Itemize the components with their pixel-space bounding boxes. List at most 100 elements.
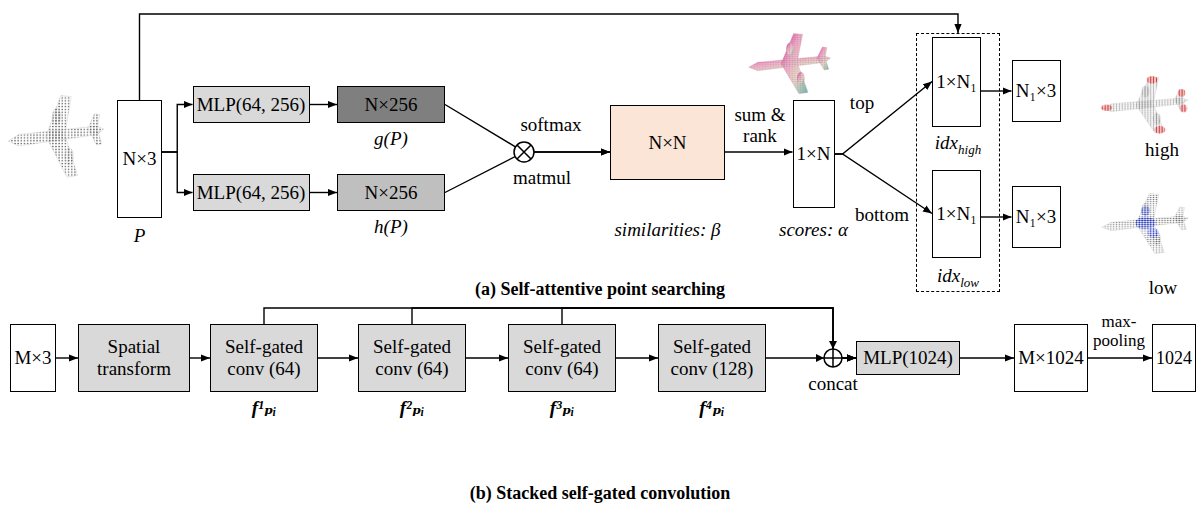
index-subscript: high [958, 142, 981, 157]
box-label: MLP(64, 256) [197, 94, 306, 116]
airplane-shape [1102, 77, 1188, 133]
index-vector-box: 1×N₁ [932, 170, 981, 258]
highlight-points [1178, 89, 1186, 97]
highlight-points [1135, 217, 1156, 230]
box-label: N×3 [123, 148, 157, 170]
box-label: 1024 [1156, 348, 1192, 369]
highlight-points [1141, 206, 1151, 216]
result-label: low [1149, 278, 1178, 299]
connector-arrow [190, 357, 210, 358]
box-label: MLP(1024) [863, 347, 953, 369]
global-feature-box: 1024 [1152, 324, 1196, 392]
box-label: Self-gated conv (128) [659, 336, 765, 380]
highlight-points [1101, 105, 1112, 112]
tensor-name: f³ₚᵢ [550, 397, 575, 419]
result-label: high [1145, 140, 1179, 161]
connector-arrow [412, 308, 856, 358]
mlp-box: MLP(64, 256) [193, 174, 310, 211]
operation-label: concat [808, 374, 858, 395]
edge-label: sum & rank [729, 105, 791, 147]
feature-tensor-box: N×256h(P) [337, 174, 445, 211]
box-label: N₁×3 [1016, 80, 1057, 102]
index-group-box: idxhighidxlow1×N₁1×N₁ [916, 33, 1000, 292]
tensor-name: similarities: β [614, 219, 720, 241]
box-label: M×3 [14, 347, 51, 369]
connector-arrow [162, 152, 193, 193]
box-label: 1×N₁ [936, 203, 977, 225]
tensor-name: scores: α [779, 219, 848, 241]
conv-box: Self-gated conv (64)f¹ₚᵢ [210, 324, 318, 392]
highlight-points [1146, 76, 1157, 84]
tensor-name: f⁴ₚᵢ [699, 397, 725, 419]
edge-label: bottom [855, 205, 909, 226]
index-label: idxlow [937, 265, 979, 287]
edge-label: max- pooling [1091, 313, 1147, 350]
index-vector-box: 1×N₁ [932, 37, 981, 127]
connector-arrow [56, 357, 78, 358]
concat-symbol [816, 341, 842, 367]
airplane-low-points [1102, 194, 1188, 254]
connector-arrow [310, 192, 338, 193]
arrow-head [829, 341, 837, 349]
connector-arrow [318, 357, 358, 358]
figure-caption: (b) Stacked self-gated convolution [470, 484, 731, 504]
input-tensor-box: N×3P [117, 100, 162, 218]
mlp-box: MLP(1024) [856, 341, 960, 375]
index-name: idx [935, 132, 958, 153]
score-vector-box: 1×Nscores: α [793, 100, 835, 208]
index-label: idxhigh [935, 132, 981, 154]
connector-arrow [1088, 357, 1152, 358]
input-tensor-box: M×3 [10, 324, 56, 392]
box-label: N×256 [365, 94, 418, 116]
box-label: N₁×3 [1016, 206, 1057, 228]
index-subscript: low [960, 275, 979, 290]
operator-plus [824, 349, 842, 367]
box-label: Self-gated conv (64) [359, 336, 465, 380]
airplane-high-points [1101, 76, 1188, 134]
airplane-shape [749, 34, 831, 94]
tensor-name: h(P) [374, 216, 408, 238]
tensor-name: f²ₚᵢ [400, 397, 425, 419]
connector-arrow [960, 357, 1014, 358]
highlight-points [1154, 126, 1165, 134]
figure-caption: (a) Self-attentive point searching [475, 280, 725, 300]
tensor-name: P [134, 225, 146, 247]
conv-box: Self-gated conv (128)f⁴ₚᵢ [658, 324, 766, 392]
operator-circle [824, 349, 842, 367]
transform-box: Spatial transform [78, 324, 190, 392]
tensor-name: f¹ₚᵢ [252, 397, 277, 419]
feature-tensor-box: N×256g(P) [337, 86, 445, 123]
box-label: Self-gated conv (64) [509, 336, 615, 380]
conv-box: Self-gated conv (64)f²ₚᵢ [358, 324, 466, 392]
connector-arrow [616, 357, 658, 358]
output-points-box: N₁×3 [1012, 186, 1061, 248]
box-label: N×256 [365, 182, 418, 204]
index-name: idx [937, 265, 960, 286]
connector-arrow [835, 82, 933, 155]
arrow-head [816, 354, 824, 362]
airplane-shape [8, 96, 104, 178]
edge-label: top [850, 93, 874, 114]
connector-arrow [466, 357, 508, 358]
operator-cross [517, 145, 531, 159]
airplane-shape [749, 34, 831, 94]
output-points-box: N₁×3 [1012, 60, 1061, 122]
box-label: Spatial transform [79, 336, 189, 380]
operator-circle [514, 142, 534, 162]
connector-arrow [162, 105, 193, 153]
box-label: M×1024 [1018, 347, 1084, 369]
connector-arrow [310, 104, 338, 105]
operation-label: softmax [520, 115, 581, 136]
box-label: 1×N [797, 143, 831, 165]
highlight-points [1180, 105, 1188, 113]
airplane-shape [1102, 194, 1188, 254]
box-label: MLP(64, 256) [197, 182, 306, 204]
box-label: Self-gated conv (64) [211, 336, 317, 380]
highlight-points [1147, 228, 1158, 238]
box-label: N×N [648, 132, 686, 154]
